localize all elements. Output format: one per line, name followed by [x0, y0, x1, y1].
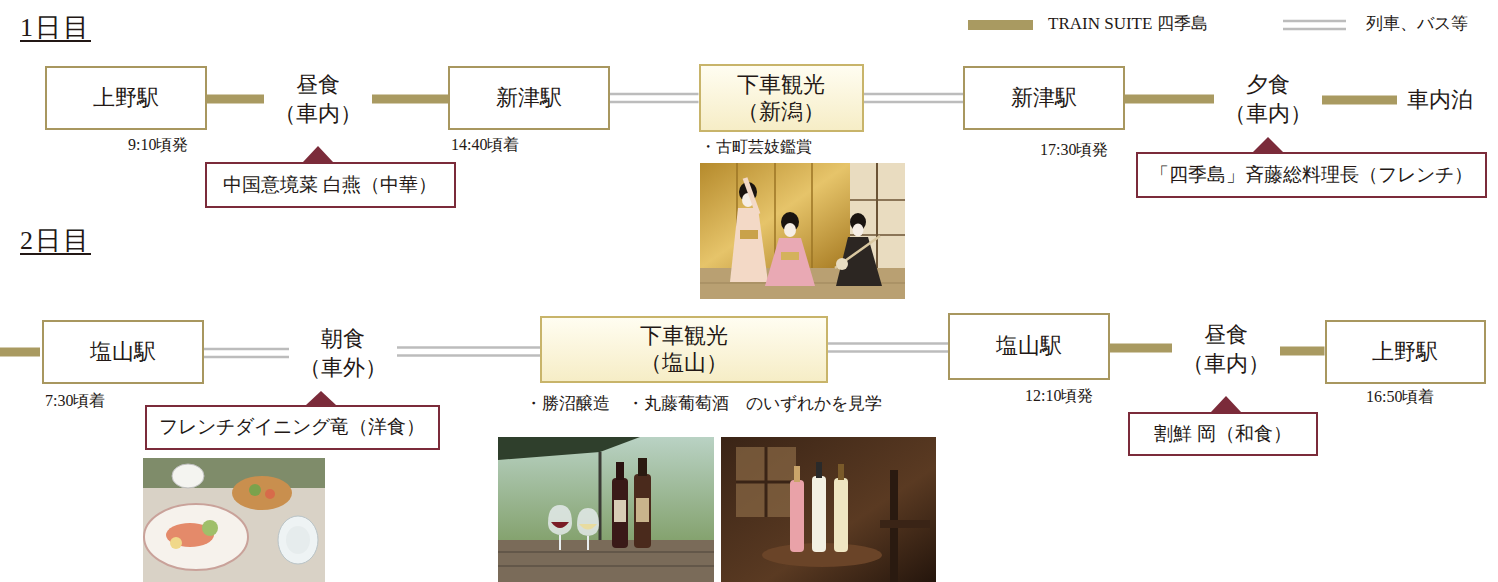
- legend-text: 列車、バス等: [1366, 14, 1468, 34]
- node-text: フレンチダイニング竜（洋食）: [159, 414, 425, 440]
- node-text: 中国意境菜 白燕（中華）: [223, 172, 437, 198]
- cellar-wine-photo: [721, 437, 936, 582]
- time-label: 16:50頃着: [1366, 387, 1434, 406]
- callout-pointer: [306, 391, 336, 405]
- vineyard-wine-photo: [498, 437, 714, 582]
- geisha-photo: [700, 163, 905, 299]
- route-connector: [1280, 351, 1325, 352]
- train-line-stub: [0, 348, 40, 357]
- stop-label: 車内泊: [1397, 86, 1483, 115]
- time-label: 12:10頃発: [1025, 386, 1093, 405]
- callout-pointer: [303, 146, 333, 162]
- route-connector: [828, 344, 948, 352]
- callout-pointer: [1211, 396, 1241, 412]
- route-connector: [864, 94, 964, 102]
- activity-note: ・勝沼醸造 ・丸藤葡萄酒 のいずれかを見学: [525, 394, 882, 414]
- node-text: 夕食 （車内）: [1224, 71, 1312, 128]
- sightseeing-box: 下車観光 （新潟）: [699, 64, 864, 132]
- stop-label: 夕食 （車内）: [1214, 71, 1322, 128]
- node-text: 車内泊: [1407, 86, 1473, 115]
- day-heading: 1日目: [20, 12, 91, 43]
- node-text: 塩山駅: [996, 331, 1062, 361]
- node-text: 上野駅: [1372, 337, 1438, 367]
- callout-box: 「四季島」斉藤総料理長（フレンチ）: [1136, 152, 1487, 198]
- stop-label: 朝食 （車外）: [289, 325, 397, 382]
- breakfast-photo: [143, 458, 325, 582]
- node-text: 割鮮 岡（和食）: [1154, 421, 1292, 447]
- callout-pointer: [1253, 137, 1283, 152]
- node-text: 昼食 （車内）: [274, 71, 362, 128]
- route-connector: [610, 94, 699, 102]
- node-text: 上野駅: [93, 83, 159, 113]
- time-label: 9:10頃発: [128, 135, 188, 154]
- time-label: 14:40頃着: [451, 135, 519, 154]
- route-connector: [1125, 99, 1214, 100]
- time-label: 7:30頃着: [45, 391, 105, 410]
- legend-double-line: [1283, 21, 1346, 29]
- route-connector: [204, 349, 289, 357]
- node-text: 朝食 （車外）: [299, 325, 387, 382]
- route-connector: [397, 348, 540, 356]
- callout-box: フレンチダイニング竜（洋食）: [145, 405, 440, 450]
- node-text: 新津駅: [496, 83, 562, 113]
- callout-box: 割鮮 岡（和食）: [1128, 412, 1318, 456]
- route-connector: [207, 99, 264, 100]
- node-text: 昼食 （車内）: [1182, 321, 1270, 378]
- legend-swatch: [968, 20, 1033, 30]
- sightseeing-box: 下車観光 （塩山）: [540, 316, 828, 383]
- route-connector: [1322, 100, 1397, 101]
- station-box: 上野駅: [1325, 320, 1486, 384]
- route-connector: [1110, 348, 1172, 349]
- stop-label: 昼食 （車内）: [1172, 321, 1280, 378]
- station-box: 上野駅: [45, 66, 207, 130]
- node-text: 下車観光 （塩山）: [640, 322, 728, 377]
- callout-box: 中国意境菜 白燕（中華）: [205, 162, 456, 208]
- day-heading: 2日目: [20, 225, 91, 256]
- node-text: 塩山駅: [90, 337, 156, 367]
- station-box: 塩山駅: [948, 313, 1110, 380]
- node-text: 新津駅: [1011, 83, 1077, 113]
- station-box: 新津駅: [963, 66, 1125, 130]
- time-label: 17:30頃発: [1040, 140, 1108, 159]
- node-text: 下車観光 （新潟）: [737, 71, 825, 126]
- station-box: 塩山駅: [42, 320, 204, 384]
- station-box: 新津駅: [448, 66, 610, 130]
- node-text: 「四季島」斉藤総料理長（フレンチ）: [1150, 162, 1473, 188]
- activity-note: ・古町芸妓鑑賞: [700, 137, 812, 156]
- stop-label: 昼食 （車内）: [264, 71, 372, 128]
- legend-text: TRAIN SUITE 四季島: [1048, 14, 1208, 34]
- route-connector: [372, 99, 448, 100]
